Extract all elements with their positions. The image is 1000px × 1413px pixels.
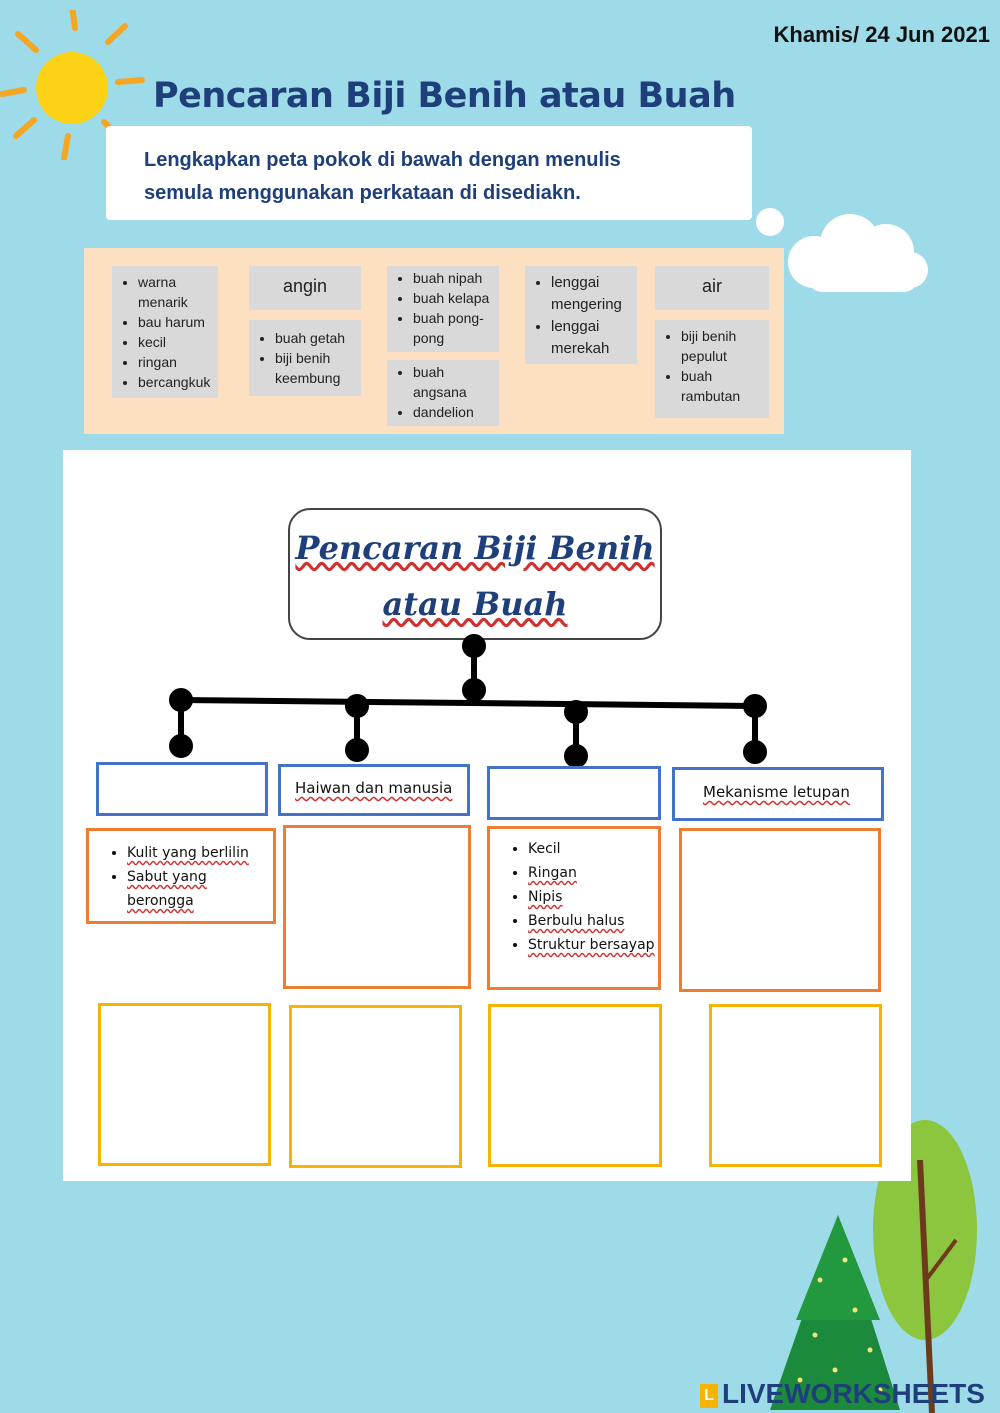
word-item: dandelion <box>413 402 499 422</box>
word-item: bau harum <box>138 312 218 332</box>
word-box-wind-examples[interactable]: buah getah biji benih keembung <box>249 320 361 396</box>
instruction-box: Lengkapkan peta pokok di bawah dengan me… <box>106 126 752 220</box>
word-air: air <box>701 276 722 296</box>
instruction-line-2: semula menggunakan perkataan di disediak… <box>144 182 581 204</box>
agent-label: Mekanisme letupan <box>703 783 850 801</box>
word-item: lenggai mengering <box>551 272 637 316</box>
page-title: Pencaran Biji Benih atau Buah <box>153 76 736 116</box>
instruction-line-1: Lengkapkan peta pokok di bawah dengan me… <box>144 149 621 171</box>
trait-item: Struktur bersayap <box>528 933 658 957</box>
agent-box-2[interactable]: Haiwan dan manusia <box>278 764 470 816</box>
traits-list: Kecil Ringan Nipis Berbulu halus Struktu… <box>490 837 658 957</box>
map-root-box: Pencaran Biji Benih atau Buah <box>288 508 662 640</box>
agent-box-4[interactable]: Mekanisme letupan <box>672 767 884 821</box>
word-item: buah angsana <box>413 362 499 402</box>
word-item: biji benih keembung <box>275 348 361 388</box>
word-item: buah pong-pong <box>413 308 499 348</box>
word-item: buah kelapa <box>413 288 499 308</box>
sun-icon <box>0 10 145 160</box>
trait-item: Berbulu halus <box>528 909 658 933</box>
root-title-line-1: Pencaran Biji Benih <box>295 529 655 567</box>
word-item: buah rambutan <box>681 366 769 406</box>
word-box-features[interactable]: warna menarik bau harum kecil ringan ber… <box>112 266 218 398</box>
word-list: lenggai mengering lenggai merekah <box>525 272 637 360</box>
word-box-air[interactable]: air <box>655 266 769 310</box>
word-list: warna menarik bau harum kecil ringan ber… <box>112 272 218 392</box>
word-box-water-examples[interactable]: biji benih pepulut buah rambutan <box>655 320 769 418</box>
root-title-line-2: atau Buah <box>382 585 568 623</box>
word-list: buah getah biji benih keembung <box>249 328 361 388</box>
tree-map-sheet: Pencaran Biji Benih atau Buah Haiwan dan… <box>63 450 911 1181</box>
word-bank-panel: warna menarik bau harum kecil ringan ber… <box>84 248 784 434</box>
logo-badge: L <box>700 1384 718 1408</box>
trait-item: Sabut yang berongga <box>127 865 273 913</box>
word-item: bercangkuk <box>138 372 218 392</box>
tree-icon <box>770 1120 977 1413</box>
word-list: buah angsana dandelion <box>387 362 499 422</box>
traits-box-2[interactable] <box>283 825 471 989</box>
word-box-wind-fruits[interactable]: buah angsana dandelion <box>387 360 499 426</box>
example-box-3[interactable] <box>488 1004 662 1167</box>
trait-item: Kecil <box>528 837 658 861</box>
map-connectors <box>169 634 767 768</box>
example-box-1[interactable] <box>98 1003 271 1166</box>
word-item: kecil <box>138 332 218 352</box>
traits-box-3[interactable]: Kecil Ringan Nipis Berbulu halus Struktu… <box>487 826 661 990</box>
example-box-4[interactable] <box>709 1004 882 1167</box>
word-list: buah nipah buah kelapa buah pong-pong <box>387 268 499 348</box>
word-item: biji benih pepulut <box>681 326 769 366</box>
agent-box-3[interactable] <box>487 766 661 820</box>
traits-list: Kulit yang berlilin Sabut yang berongga <box>89 841 273 913</box>
cloud-icon <box>756 208 928 292</box>
word-box-pod-traits[interactable]: lenggai mengering lenggai merekah <box>525 266 637 364</box>
logo-text: LIVEWORKSHEETS <box>722 1378 985 1409</box>
date-label: Khamis/ 24 Jun 2021 <box>773 22 990 47</box>
word-item: warna menarik <box>138 272 218 312</box>
traits-box-1[interactable]: Kulit yang berlilin Sabut yang berongga <box>86 828 276 924</box>
word-item: buah nipah <box>413 268 499 288</box>
word-item: buah getah <box>275 328 361 348</box>
word-item: lenggai merekah <box>551 316 637 360</box>
word-item: ringan <box>138 352 218 372</box>
word-list: biji benih pepulut buah rambutan <box>655 326 769 406</box>
traits-box-4[interactable] <box>679 828 881 992</box>
agent-label: Haiwan dan manusia <box>295 779 453 797</box>
word-angin: angin <box>282 276 328 296</box>
word-box-water-fruits[interactable]: buah nipah buah kelapa buah pong-pong <box>387 266 499 352</box>
example-box-2[interactable] <box>289 1005 462 1168</box>
trait-item: Kulit yang berlilin <box>127 841 273 865</box>
word-box-angin[interactable]: angin <box>249 266 361 310</box>
trait-item: Nipis <box>528 885 658 909</box>
trait-item: Ringan <box>528 861 658 885</box>
agent-box-1[interactable] <box>96 762 268 816</box>
